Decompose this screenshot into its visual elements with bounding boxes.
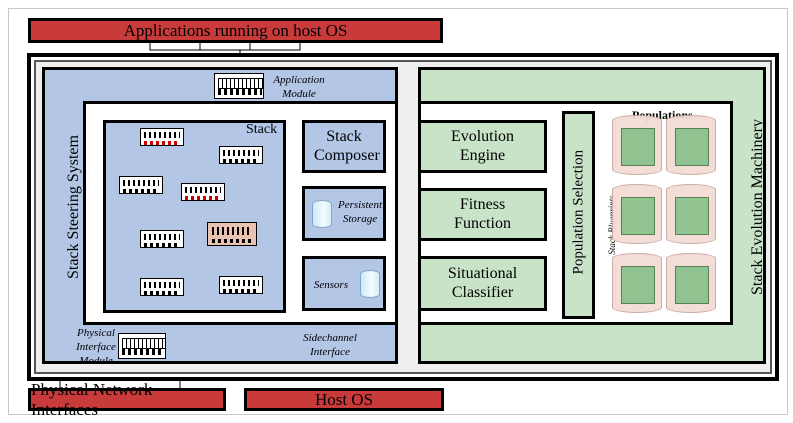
situational-classifier-label: Situational Classifier bbox=[447, 265, 518, 301]
persistent-storage: Persistent Storage bbox=[302, 186, 386, 241]
database-icon bbox=[312, 200, 332, 228]
physical-interface-module-icon bbox=[118, 333, 166, 359]
population-cylinder bbox=[666, 115, 716, 175]
stack-module bbox=[140, 128, 184, 146]
sidechannel-interface-label: Sidechannel Interface bbox=[303, 332, 357, 358]
stack-module bbox=[140, 230, 184, 248]
stack-steering-system-label: Stack Steering System bbox=[65, 135, 82, 279]
situational-classifier: Situational Classifier bbox=[418, 256, 547, 311]
evolution-engine: Evolution Engine bbox=[418, 120, 547, 173]
stack-module bbox=[140, 278, 184, 296]
stack-evolution-machinery-label: Stack Evolution Machinery bbox=[749, 119, 766, 295]
persistent-storage-label: Persistent Storage bbox=[338, 199, 382, 225]
application-module-icon bbox=[214, 73, 264, 99]
physical-network-interfaces-label: Physical Network Interfaces bbox=[31, 379, 153, 419]
stack-module bbox=[219, 276, 263, 294]
applications-bar: Applications running on host OS bbox=[28, 18, 443, 43]
application-module-label: Application Module bbox=[273, 74, 325, 100]
fitness-function-label: Fitness Function bbox=[454, 196, 511, 232]
physical-network-interfaces-bar: Physical Network Interfaces bbox=[28, 380, 226, 419]
population-cylinder bbox=[666, 253, 716, 313]
population-selection bbox=[562, 111, 595, 319]
sensors-label: Sensors bbox=[313, 279, 349, 291]
stack-module bbox=[119, 176, 163, 194]
applications-bar-label: Applications running on host OS bbox=[123, 20, 348, 40]
stack-module bbox=[181, 183, 225, 201]
host-os-bar: Host OS bbox=[244, 388, 444, 411]
population-cylinder bbox=[612, 184, 662, 244]
stack-module-highlighted bbox=[207, 222, 257, 246]
host-os-label: Host OS bbox=[314, 389, 374, 409]
population-cylinder bbox=[666, 184, 716, 244]
stack-label: Stack bbox=[246, 122, 278, 137]
stack-module bbox=[219, 146, 263, 164]
population-selection-label: Population Selection bbox=[570, 149, 587, 275]
population-cylinder bbox=[612, 253, 662, 313]
physical-interface-module-label: Physical Interface Module bbox=[76, 327, 116, 367]
stack-composer: Stack Composer bbox=[302, 120, 386, 173]
evolution-engine-label: Evolution Engine bbox=[450, 128, 515, 164]
fitness-function: Fitness Function bbox=[418, 188, 547, 241]
population-cylinder bbox=[612, 115, 662, 175]
sensors: Sensors bbox=[302, 256, 386, 311]
page-frame bbox=[8, 8, 788, 415]
stack-composer-label: Stack Composer bbox=[314, 128, 380, 164]
database-icon bbox=[360, 270, 380, 298]
